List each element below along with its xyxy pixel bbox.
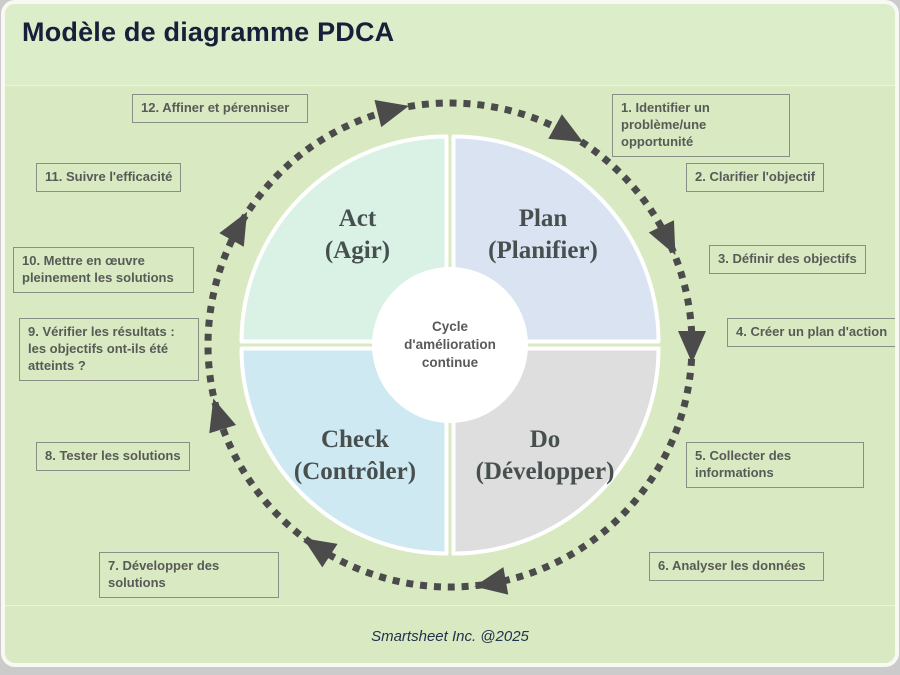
step-box-11: 11. Suivre l'efficacité — [36, 163, 182, 192]
footer-credit: Smartsheet Inc. @2025 — [371, 628, 529, 645]
step-box-6: 6. Analyser les données — [649, 552, 824, 581]
page-title: Modèle de diagramme PDCA — [22, 17, 395, 47]
cycle-arrowhead-icon — [303, 538, 338, 568]
cycle-arrowhead-icon — [219, 211, 248, 247]
cycle-arrowhead-icon — [548, 114, 584, 143]
step-box-3: 3. Définir des objectifs — [709, 245, 866, 274]
footer-divider — [5, 605, 895, 606]
step-box-12: 12. Affiner et pérenniser — [132, 94, 308, 123]
cycle-arrowhead-icon — [374, 99, 409, 128]
cycle-arrowhead-icon — [474, 567, 509, 595]
cycle-arrowhead-icon — [209, 398, 237, 434]
step-box-9: 9. Vérifier les résultats : les objectif… — [19, 318, 199, 381]
center-hub-circle — [372, 267, 528, 423]
step-box-4: 4. Créer un plan d'action — [727, 318, 895, 347]
cycle-arrowhead-icon — [648, 220, 676, 256]
cycle-arrowhead-icon — [678, 331, 706, 363]
step-box-5: 5. Collecter des informations — [686, 442, 864, 488]
step-box-7: 7. Développer des solutions — [99, 552, 279, 598]
step-box-10: 10. Mettre en œuvre pleinement les solut… — [13, 247, 194, 293]
pdca-diagram: Act (Agir) Plan (Planifier) Check (Contr… — [5, 4, 895, 663]
pdca-cycle-graphic — [204, 99, 706, 595]
step-box-2: 2. Clarifier l'objectif — [686, 163, 825, 192]
step-box-1: 1. Identifier un problème/une opportunit… — [612, 94, 790, 157]
step-box-8: 8. Tester les solutions — [36, 442, 190, 471]
page-header: Modèle de diagramme PDCA — [5, 4, 895, 86]
